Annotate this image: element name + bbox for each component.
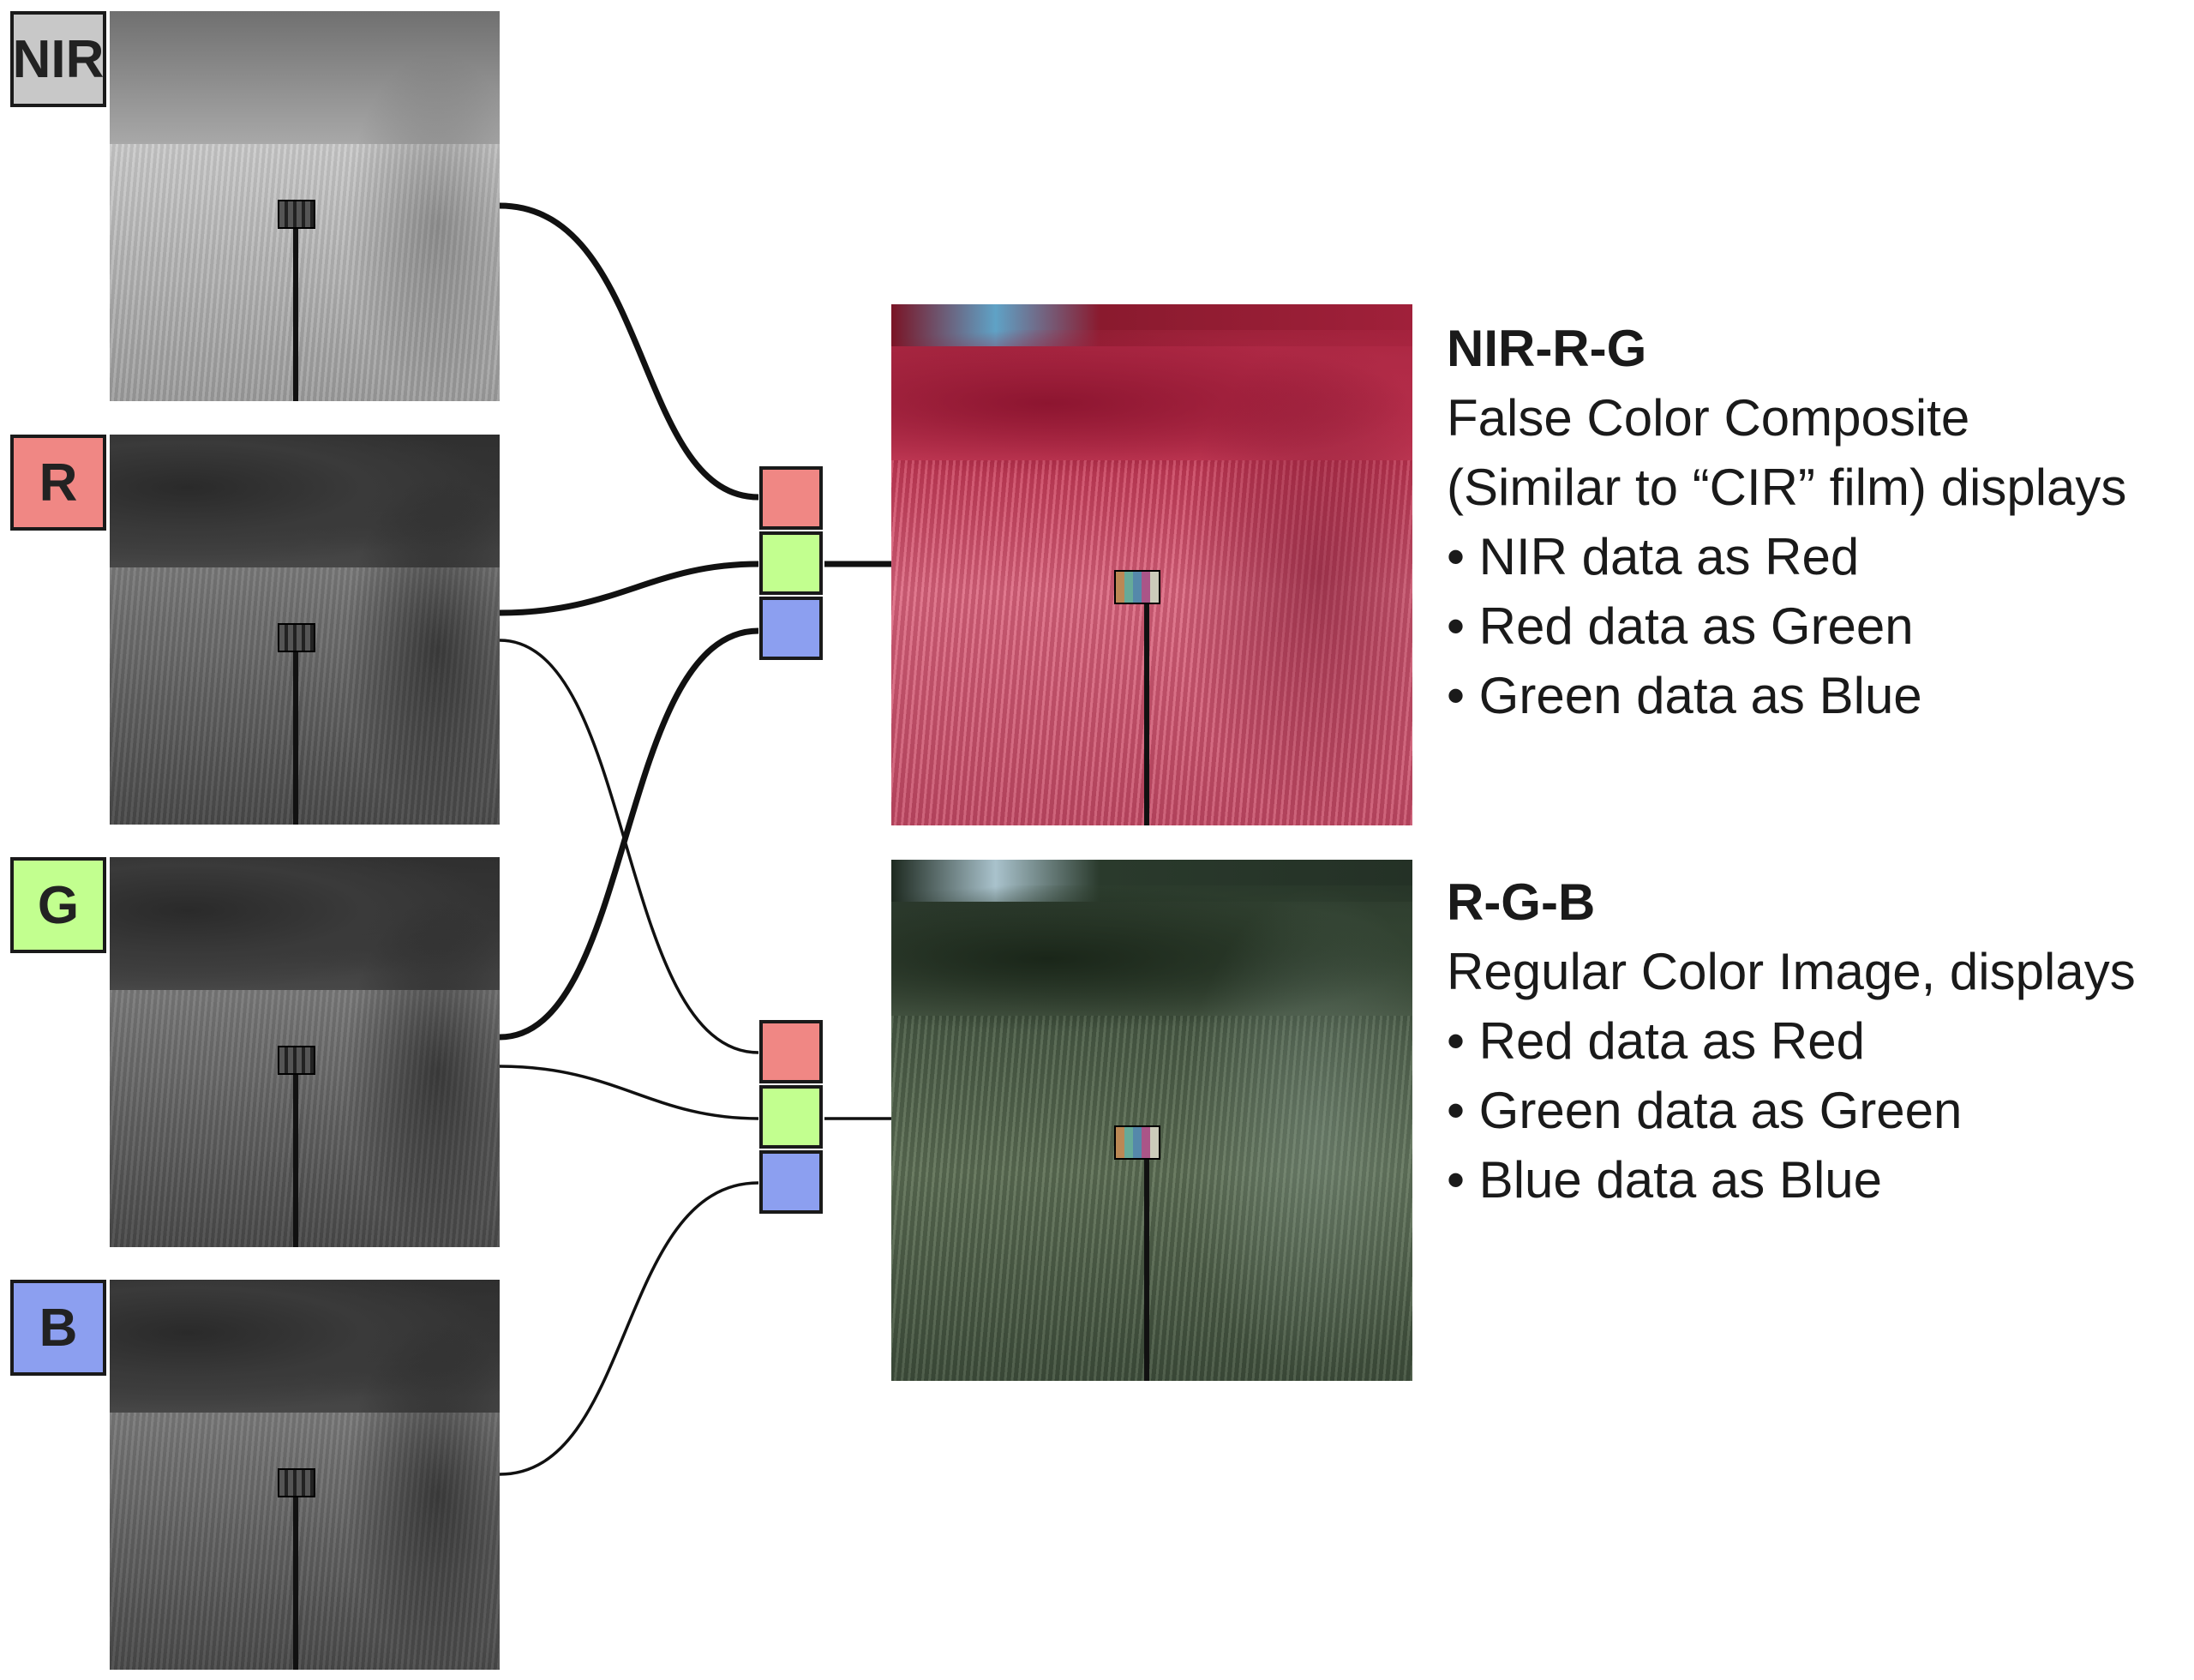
- nir-r-g-description: NIR-R-G False Color Composite (Similar t…: [1447, 314, 2126, 730]
- nir-r-g-line: (Similar to “CIR” film) displays: [1447, 459, 2127, 516]
- green-band-image: [110, 857, 500, 1247]
- r-g-b-bullet: • Green data as Green: [1447, 1082, 1963, 1139]
- r-g-b-bullet: • Blue data as Blue: [1447, 1151, 1883, 1209]
- wire-g-to-rgb-green: [499, 1065, 759, 1120]
- wire-g-to-cir-blue: [499, 627, 759, 1041]
- wire-r-to-cir-green: [499, 561, 759, 616]
- nir-r-g-bullet: • Green data as Blue: [1447, 667, 1922, 724]
- r-g-b-title: R-G-B: [1447, 873, 1596, 931]
- nir-r-g-title: NIR-R-G: [1447, 320, 1647, 377]
- cir-stack-red-channel: [759, 466, 823, 530]
- r-g-b-bullet: • Red data as Red: [1447, 1012, 1865, 1070]
- wire-r-to-rgb-red: [499, 639, 759, 1054]
- r-g-b-composite-image: [891, 860, 1412, 1381]
- nir-r-g-bullet: • NIR data as Red: [1447, 528, 1860, 585]
- wire-b-to-rgb-blue: [499, 1181, 759, 1476]
- nir-r-g-line: False Color Composite: [1447, 389, 1970, 447]
- wire-nir-to-cir-red: [499, 202, 759, 501]
- r-g-b-line: Regular Color Image, displays: [1447, 943, 2136, 1000]
- nir-r-g-composite-image: [891, 304, 1412, 825]
- band-label-g: G: [10, 857, 106, 953]
- red-band-image: [110, 435, 500, 825]
- band-label-nir: NIR: [10, 11, 106, 107]
- nir-r-g-bullet: • Red data as Green: [1447, 597, 1914, 655]
- blue-band-image: [110, 1280, 500, 1670]
- rgb-stack-green-channel: [759, 1085, 823, 1149]
- r-g-b-description: R-G-B Regular Color Image, displays • Re…: [1447, 867, 2136, 1215]
- band-label-b: B: [10, 1280, 106, 1376]
- band-label-r: R: [10, 435, 106, 531]
- cir-stack-green-channel: [759, 531, 823, 595]
- rgb-stack-red-channel: [759, 1020, 823, 1083]
- cir-stack-blue-channel: [759, 597, 823, 660]
- rgb-stack-blue-channel: [759, 1150, 823, 1214]
- nir-band-image: [110, 11, 500, 401]
